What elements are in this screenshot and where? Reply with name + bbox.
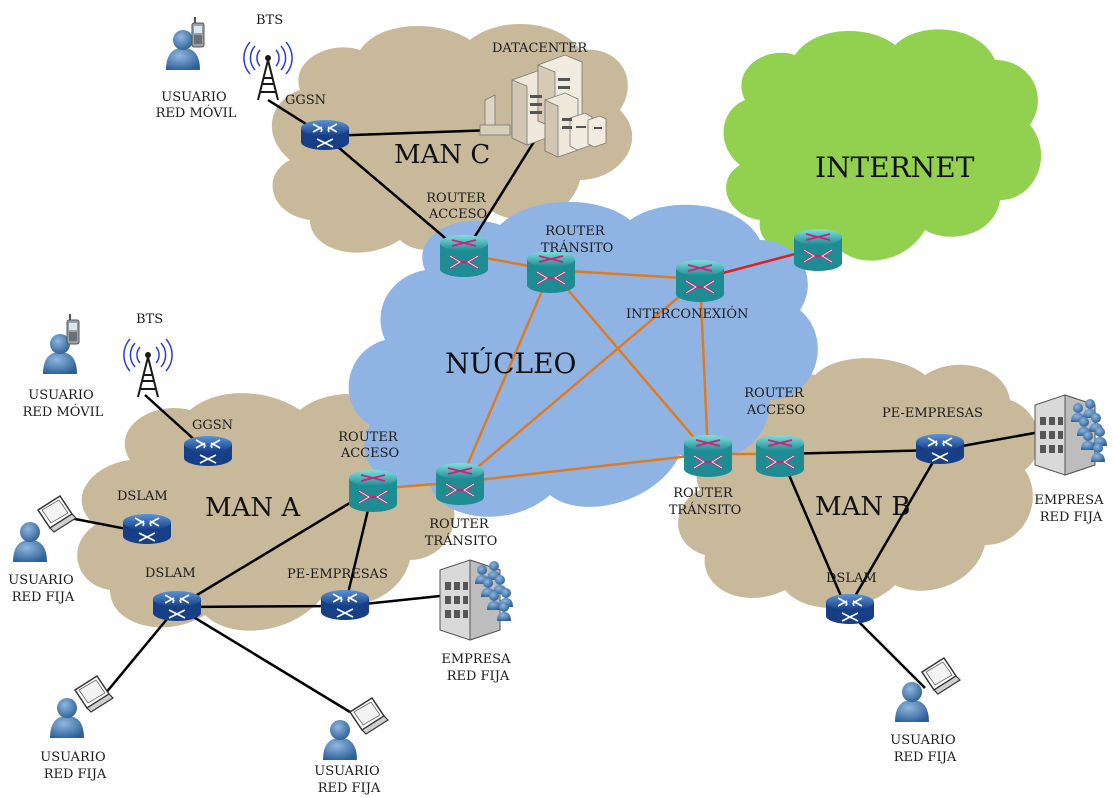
router-acceso-b-label-line2: ACCESO — [746, 403, 805, 418]
router-transito-a-label: ROUTER TRÁNSITO — [425, 517, 498, 549]
user-mobile-left-label-line2: RED MÓVIL — [23, 403, 104, 420]
interconexion-router[interactable] — [674, 258, 726, 304]
router-transito-b[interactable] — [682, 433, 734, 479]
empresa-b-label-line2: RED FIJA — [1040, 510, 1103, 525]
empresa-b-label: EMPRESA RED FIJA — [1034, 493, 1107, 525]
user-mobile-top-phone-icon — [191, 16, 205, 48]
router-acceso-c-label: ROUTER ACCESO — [426, 191, 490, 222]
router-acceso-a-label-line1: ROUTER — [338, 430, 399, 445]
user-fija-a3-label-line2: RED FIJA — [318, 781, 381, 796]
bts-top-tower-icon — [242, 41, 294, 101]
bts-left-label: BTS — [136, 312, 163, 327]
pe-empresas-b-label: PE-EMPRESAS — [882, 406, 983, 421]
pe-empresas-a-router[interactable] — [320, 589, 370, 621]
pe-empresas-a-label: PE-EMPRESAS — [287, 567, 388, 582]
bts-left-tower-icon — [122, 338, 174, 398]
user-fija-a3-laptop-icon — [349, 697, 389, 735]
ggsn-top-router[interactable] — [300, 119, 350, 151]
empresa-a-label-line2: RED FIJA — [447, 669, 510, 684]
router-acceso-c-label-line1: ROUTER — [426, 191, 487, 206]
user-fija-b-label: USUARIO RED FIJA — [890, 733, 960, 765]
router-acceso-b[interactable] — [754, 433, 806, 479]
bts-top-label: BTS — [256, 13, 283, 28]
user-fija-a2-laptop-icon — [74, 675, 114, 713]
empresa-a-label: EMPRESA RED FIJA — [441, 652, 514, 684]
interconexion-label: INTERCONEXIÓN — [626, 305, 748, 322]
access-links — [69, 98, 1041, 714]
user-mobile-left-label-line1: USUARIO — [28, 388, 93, 403]
datacenter-label: DATACENTER — [492, 41, 588, 56]
router-transito-top-label-line2: TRÁNSITO — [541, 240, 614, 256]
dslam-a1-label: DSLAM — [117, 489, 168, 504]
man-a-label: MAN A — [205, 493, 301, 523]
user-fija-a3-person-icon — [323, 720, 357, 760]
router-transito-b-label: ROUTER TRÁNSITO — [669, 486, 742, 518]
user-fija-a2-label-line1: USUARIO — [40, 750, 105, 765]
user-fija-b-label-line1: USUARIO — [890, 733, 955, 748]
user-mobile-top-label: USUARIO RED MÓVIL — [156, 90, 237, 121]
datacenter-icon — [479, 54, 607, 158]
user-mobile-top-label-line2: RED MÓVIL — [156, 104, 237, 121]
router-transito-top[interactable] — [525, 249, 577, 295]
router-transito-b-label-line2: TRÁNSITO — [669, 502, 742, 518]
user-fija-b-laptop-icon — [921, 657, 961, 695]
router-acceso-a[interactable] — [347, 468, 399, 514]
pe-empresas-b-router[interactable] — [915, 433, 965, 465]
user-fija-a2-label: USUARIO RED FIJA — [40, 750, 110, 782]
router-acceso-a-label-line2: ACCESO — [340, 446, 399, 461]
router-transito-a-label-line2: TRÁNSITO — [425, 533, 498, 549]
user-fija-a3-label-line1: USUARIO — [314, 764, 379, 779]
man-a-cloud — [77, 393, 455, 631]
dslam-a1-router[interactable] — [122, 513, 172, 545]
router-acceso-c[interactable] — [438, 233, 490, 279]
ggsn-left-label: GGSN — [192, 418, 233, 433]
dslam-a2-router[interactable] — [152, 590, 202, 622]
router-acceso-b-label-line1: ROUTER — [744, 386, 805, 401]
ggsn-left-router[interactable] — [183, 435, 233, 467]
router-transito-b-label-line1: ROUTER — [673, 486, 734, 501]
man-b-label: MAN B — [815, 492, 911, 522]
user-fija-a1-laptop-icon — [37, 495, 77, 533]
router-acceso-a-label: ROUTER ACCESO — [338, 430, 402, 461]
router-transito-a[interactable] — [434, 461, 486, 507]
internet-router[interactable] — [792, 227, 844, 273]
man-b-cloud — [678, 358, 1040, 609]
user-fija-a1-label-line1: USUARIO — [8, 573, 73, 588]
dslam-b-router[interactable] — [825, 593, 875, 625]
user-fija-a3-label: USUARIO RED FIJA — [314, 764, 384, 796]
user-fija-a2-person-icon — [50, 698, 84, 738]
dslam-a2-label: DSLAM — [145, 566, 196, 581]
router-transito-a-label-line1: ROUTER — [429, 517, 490, 532]
router-acceso-b-label: ROUTER ACCESO — [744, 386, 808, 418]
user-fija-b-label-line2: RED FIJA — [894, 750, 957, 765]
empresa-b-label-line1: EMPRESA — [1034, 493, 1104, 508]
router-transito-top-label: ROUTER TRÁNSITO — [541, 224, 614, 256]
user-fija-a1-person-icon — [13, 522, 47, 562]
ggsn-top-label: GGSN — [285, 93, 326, 108]
router-transito-top-label-line1: ROUTER — [545, 224, 606, 239]
internet-label: INTERNET — [815, 151, 975, 184]
router-acceso-c-label-line2: ACCESO — [428, 207, 487, 222]
user-fija-a1-label: USUARIO RED FIJA — [8, 573, 78, 605]
user-mobile-left-phone-icon — [66, 313, 80, 345]
user-fija-a1-label-line2: RED FIJA — [12, 590, 75, 605]
user-mobile-left-label: USUARIO RED MÓVIL — [23, 388, 104, 420]
internet-cloud — [723, 29, 1042, 261]
man-c-label: MAN C — [394, 140, 490, 170]
empresa-a-label-line1: EMPRESA — [441, 652, 511, 667]
user-mobile-top-label-line1: USUARIO — [161, 90, 226, 105]
user-fija-a2-label-line2: RED FIJA — [44, 767, 107, 782]
nucleo-label: NÚCLEO — [445, 346, 577, 380]
dslam-b-label: DSLAM — [826, 571, 877, 586]
